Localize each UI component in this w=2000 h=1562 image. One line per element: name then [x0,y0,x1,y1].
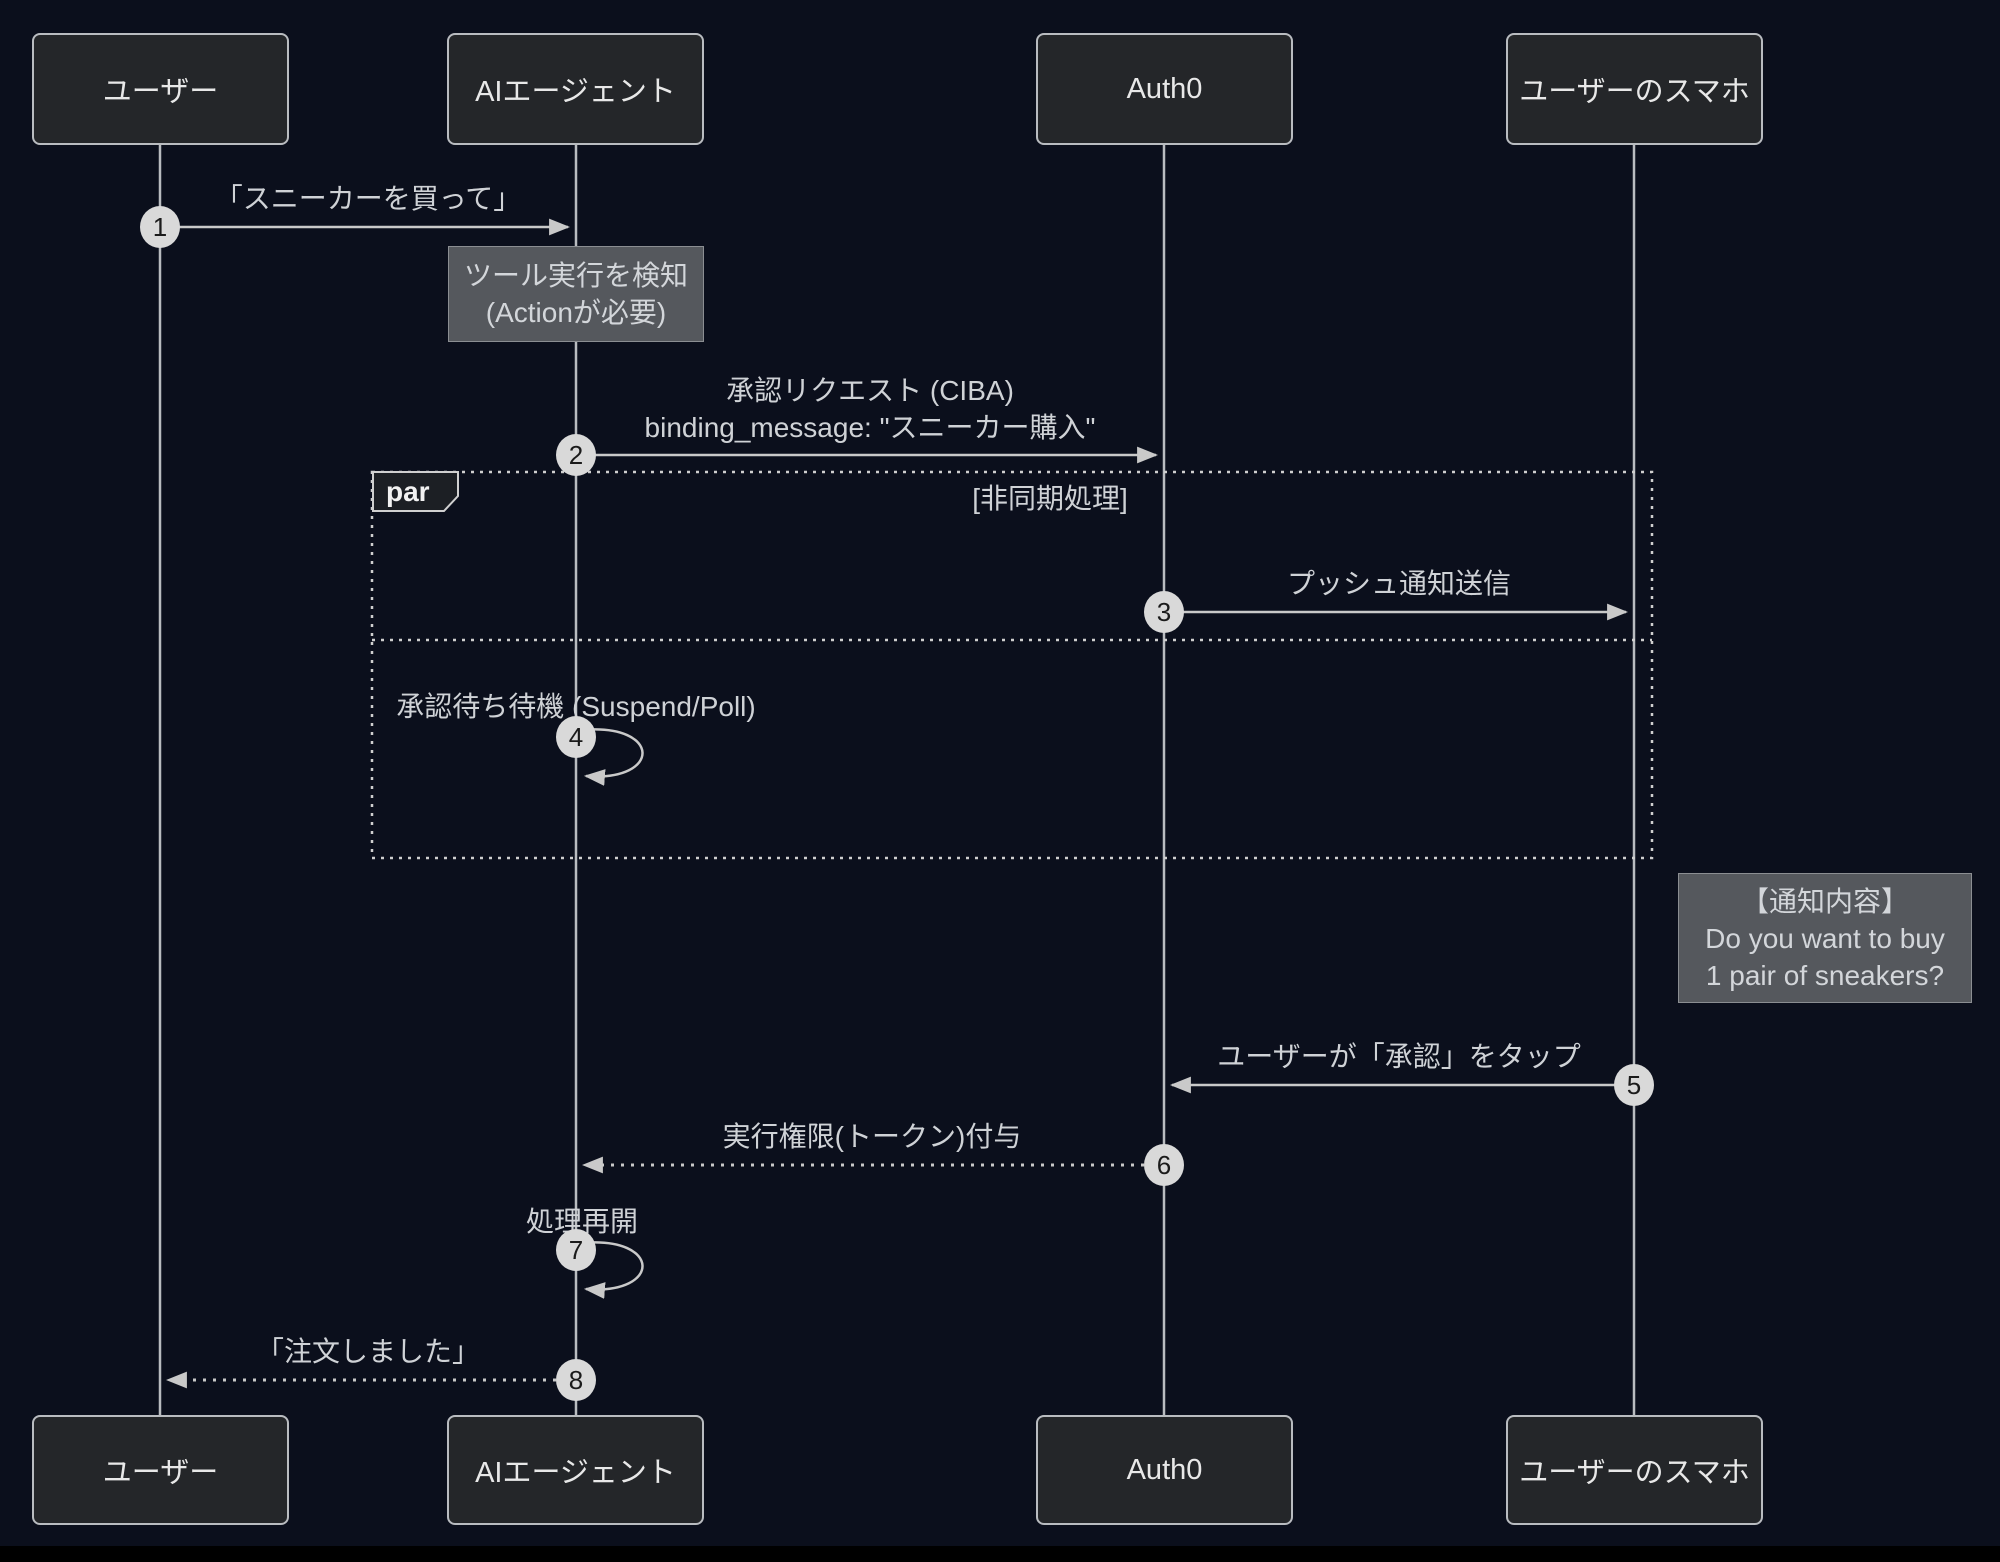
par-label: par [386,476,430,507]
note-notification-line3: 1 pair of sneakers? [1705,959,1945,991]
note-tool-detected-line2: (Actionが必要) [485,297,667,328]
seq-number-3: 3 [1144,591,1184,633]
note-tool-detected: ツール実行を検知 (Actionが必要) [448,246,704,342]
seq-number-5: 5 [1614,1064,1654,1106]
actor-top-phone-label: ユーザーのスマホ [1519,76,1750,108]
seq-number-2: 2 [556,434,596,476]
actor-bottom-auth0: Auth0 [1036,1415,1293,1525]
seq-number-4: 4 [556,716,596,758]
note-notification-content: 【通知内容】 Do you want to buy 1 pair of snea… [1678,873,1972,1003]
seq-number-7: 7 [556,1229,596,1271]
par-label-shape [372,471,459,512]
message-8-label: 「注文しました」 [255,1336,481,1367]
seq-number-6: 6 [1144,1144,1184,1186]
message-3-label: プッシュ通知送信 [1286,568,1512,599]
message-1-label: 「スニーカーを買って」 [214,183,522,214]
actor-bottom-phone: ユーザーのスマホ [1506,1415,1763,1525]
actor-bottom-auth0-label: Auth0 [1126,1453,1203,1486]
actor-bottom-ai-agent: AIエージェント [447,1415,704,1525]
message-2-label-line2: binding_message: "スニーカー購入" [644,412,1096,443]
message-6-label: 実行権限(トークン)付与 [722,1121,1022,1152]
actor-bottom-user-label: ユーザー [102,1457,219,1489]
note-notification-line2: Do you want to buy [1705,922,1945,954]
bottom-black-strip [0,1546,2000,1562]
actor-top-ai-agent-label: AIエージェント [475,76,676,108]
message-2-label: 承認リクエスト (CIBA) binding_message: "スニーカー購入… [645,372,1096,446]
message-2-label-line1: 承認リクエスト (CIBA) [726,375,1014,406]
seq-number-1: 1 [140,206,180,248]
par-condition-label: [非同期処理] [972,483,1128,514]
seq-number-8: 8 [556,1359,596,1401]
actor-top-auth0-label: Auth0 [1126,72,1203,105]
message-5-label: ユーザーが「承認」をタップ [1217,1041,1581,1072]
actor-top-user-label: ユーザー [102,76,219,108]
note-notification-line1: 【通知内容】 [1740,885,1909,917]
actor-top-user: ユーザー [32,33,289,145]
note-tool-detected-line1: ツール実行を検知 [463,260,688,291]
message-4-self-loop [581,728,644,786]
par-block-border [370,470,1654,860]
actor-top-auth0: Auth0 [1036,33,1293,145]
actor-bottom-user: ユーザー [32,1415,289,1525]
actor-top-ai-agent: AIエージェント [447,33,704,145]
actor-bottom-phone-label: ユーザーのスマホ [1519,1457,1750,1489]
actor-bottom-ai-agent-label: AIエージェント [475,1457,676,1489]
message-7-self-loop [581,1241,644,1299]
actor-top-phone: ユーザーのスマホ [1506,33,1763,145]
